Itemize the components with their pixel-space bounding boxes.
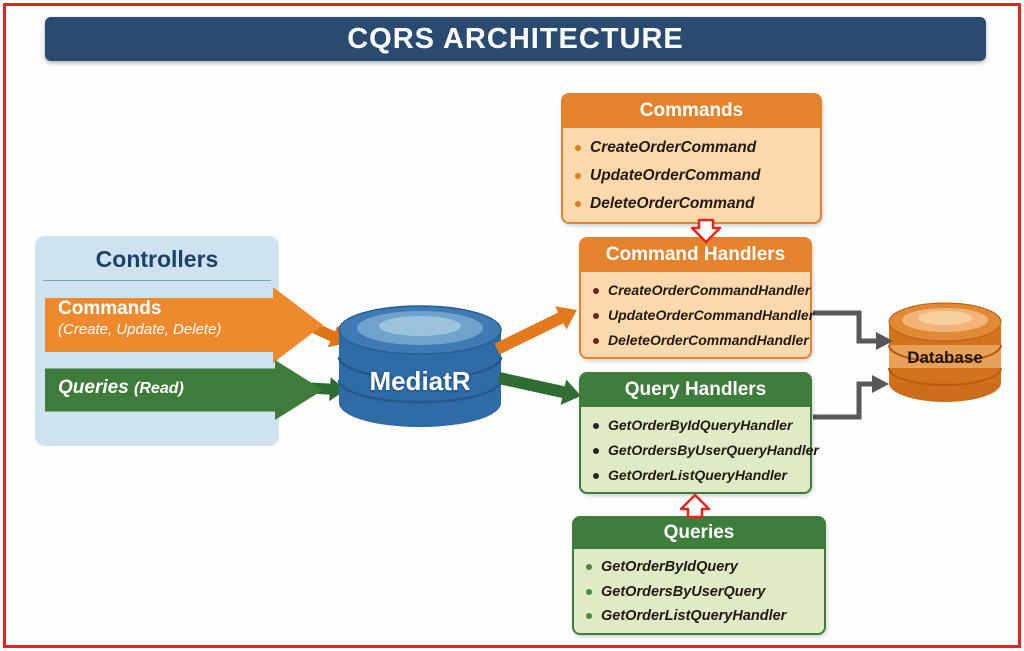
list-item-label: GetOrdersByUserQueryHandler (608, 442, 819, 458)
list-item-label: GetOrderListQueryHandler (608, 467, 787, 483)
list-item-label: GetOrderListQueryHandler (601, 608, 787, 624)
queries-arrow-title: Queries (58, 377, 129, 398)
bullet-icon (593, 337, 599, 344)
queries-box-title: Queries (572, 516, 826, 549)
queries-box-body: GetOrderByIdQuery GetOrdersByUserQuery G… (572, 549, 826, 635)
bullet-icon (586, 613, 592, 620)
bullet-icon (593, 447, 599, 454)
query-handlers-box-title: Query Handlers (579, 372, 812, 407)
mediatr-to-command-handlers-arrow (494, 306, 577, 355)
list-item: GetOrderByIdQueryHandler (593, 413, 800, 438)
list-item: GetOrdersByUserQueryHandler (593, 438, 819, 463)
commands-box: Commands CreateOrderCommand UpdateOrderC… (561, 93, 822, 224)
bullet-icon (586, 588, 592, 595)
query-handlers-box: Query Handlers GetOrderByIdQueryHandler … (579, 372, 819, 494)
list-item: GetOrderListQueryHandler (586, 604, 814, 629)
list-item: DeleteOrderCommand (575, 190, 810, 218)
list-item-label: DeleteOrderCommand (590, 195, 755, 212)
queries-arrow-subtitle: (Read) (134, 380, 184, 397)
list-item-label: UpdateOrderCommandHandler (608, 307, 815, 323)
database-cylinder (888, 302, 1002, 402)
query-handlers-box-body: GetOrderByIdQueryHandler GetOrdersByUser… (579, 407, 819, 494)
bullet-icon (593, 287, 599, 294)
list-item-label: GetOrderByIdQueryHandler (608, 417, 793, 433)
queries-arrow-label: Queries (Read) (58, 377, 184, 399)
command-handlers-box-title: Command Handlers (579, 237, 812, 272)
bullet-icon (586, 564, 592, 571)
command-handlers-box-body: CreateOrderCommandHandler UpdateOrderCom… (579, 272, 814, 359)
bullet-icon (575, 145, 581, 151)
commands-box-body: CreateOrderCommand UpdateOrderCommand De… (561, 128, 822, 224)
list-item: UpdateOrderCommandHandler (593, 303, 814, 328)
list-item-label: CreateOrderCommandHandler (608, 282, 811, 298)
bullet-icon (575, 201, 581, 207)
queries-block-arrow (45, 360, 323, 420)
commands-block-arrow (45, 287, 323, 363)
commands-arrow-label: Commands (Create, Update, Delete) (58, 297, 221, 339)
list-item: GetOrderByIdQuery (586, 555, 814, 580)
list-item: UpdateOrderCommand (575, 162, 810, 190)
command-handlers-box: Command Handlers CreateOrderCommandHandl… (579, 237, 814, 359)
list-item: DeleteOrderCommandHandler (593, 328, 809, 353)
bullet-icon (593, 312, 599, 319)
list-item-label: CreateOrderCommand (590, 139, 757, 156)
mediatr-to-query-handlers-arrow (497, 372, 582, 405)
commands-box-title: Commands (561, 93, 822, 128)
list-item-label: GetOrderByIdQuery (601, 559, 738, 575)
bullet-icon (575, 173, 581, 179)
query-handlers-to-database-connector (813, 375, 889, 420)
list-item-label: UpdateOrderCommand (590, 167, 761, 184)
commands-arrow-subtitle: (Create, Update, Delete) (58, 321, 222, 338)
list-item-label: DeleteOrderCommandHandler (608, 332, 809, 348)
bullet-icon (593, 422, 599, 429)
list-item-label: GetOrdersByUserQuery (601, 583, 766, 600)
title-bar: CQRS ARCHITECTURE (45, 17, 986, 61)
mediatr-label: MediatR (369, 366, 471, 396)
controllers-divider (43, 280, 271, 281)
database-label: Database (907, 348, 983, 367)
queries-box: Queries GetOrderByIdQuery GetOrdersByUse… (572, 516, 826, 635)
commands-arrow-title: Commands (58, 298, 162, 319)
page-title: CQRS ARCHITECTURE (347, 22, 684, 55)
list-item: GetOrdersByUserQuery (586, 580, 814, 605)
list-item: GetOrderListQueryHandler (593, 463, 800, 488)
command-handlers-to-database-connector (813, 310, 893, 350)
list-item: CreateOrderCommandHandler (593, 278, 810, 303)
mediatr-cylinder (337, 305, 503, 427)
list-item: CreateOrderCommand (575, 134, 810, 162)
controllers-title: Controllers (95, 246, 219, 272)
bullet-icon (593, 472, 599, 479)
